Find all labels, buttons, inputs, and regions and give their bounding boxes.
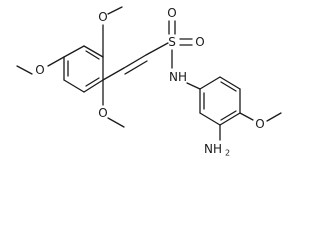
methoxy-right-group [239, 112, 282, 122]
structure-canvas: O O O S O O NH [16, 6, 282, 158]
nh-aryl-bond [186, 82, 201, 90]
methoxy-right-oxygen: O [255, 117, 264, 131]
sulfonyl-bonds [168, 20, 193, 69]
trimethoxyphenyl-ring [63, 45, 104, 93]
methoxy-top-oxygen: O [98, 10, 107, 24]
vinyl-linker [102, 42, 169, 81]
sulfonyl-oxygen-top: O [167, 6, 176, 20]
chemical-structure: O O O S O O NH [16, 6, 282, 158]
methoxy-bottom-oxygen: O [98, 106, 107, 120]
amine-subscript: 2 [225, 149, 230, 158]
aminomethoxyphenyl-ring [199, 76, 241, 126]
amine-nh: NH [204, 142, 222, 156]
sulfur-atom: S [168, 35, 176, 49]
methoxy-left-group [16, 56, 65, 75]
methoxy-top-group [102, 6, 123, 58]
amide-nh: NH [169, 70, 187, 84]
methoxy-left-oxygen: O [35, 63, 44, 77]
methoxy-bottom-group [102, 79, 125, 128]
sulfonyl-oxygen-right: O [195, 35, 204, 49]
